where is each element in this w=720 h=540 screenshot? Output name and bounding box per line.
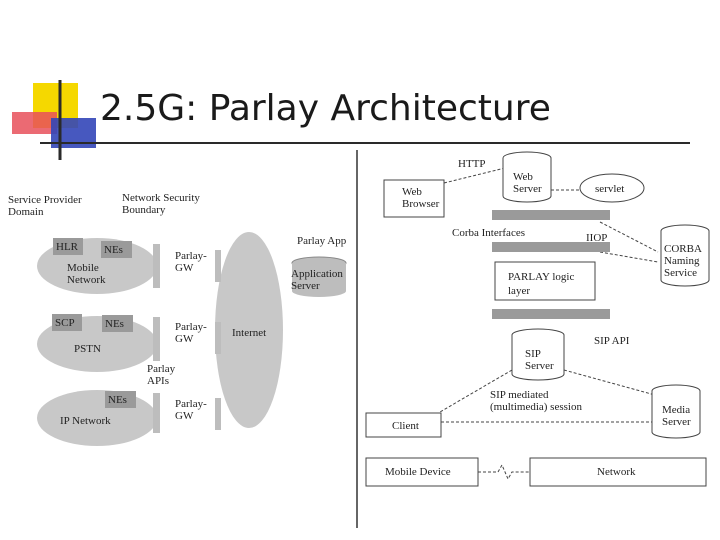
client-label: Client xyxy=(392,420,419,432)
parlay-gw-3-label: Parlay-GW xyxy=(175,398,207,422)
mobile-device-label: Mobile Device xyxy=(385,466,451,478)
pstn-nes-label: NEs xyxy=(105,318,124,330)
servlet-ellipse xyxy=(579,173,645,203)
servlet-label: servlet xyxy=(595,183,624,195)
boundary-bar-2 xyxy=(153,317,160,361)
mobile-nes-box xyxy=(101,241,132,258)
web-server-body xyxy=(502,158,552,203)
mobile-nes-label: NEs xyxy=(104,244,123,256)
boundary-bar-3 xyxy=(153,393,160,433)
mobile-device-box xyxy=(365,457,479,487)
logic-bar-bottom xyxy=(492,309,610,319)
scp-label: SCP xyxy=(55,317,75,329)
app-server-bottom xyxy=(292,285,346,297)
sip-media-line xyxy=(563,369,656,396)
hlr-label: HLR xyxy=(56,241,79,253)
sip-client-line xyxy=(439,369,513,413)
http-label: HTTP xyxy=(458,158,486,170)
boundary-bar-1 xyxy=(153,244,160,288)
wireless-link xyxy=(478,463,530,481)
parlay-gw-1-label: Parlay-GW xyxy=(175,250,207,274)
naming-line xyxy=(599,251,659,263)
ip-network-label: IP Network xyxy=(60,415,111,427)
gw-bar-3 xyxy=(215,398,221,430)
network-box xyxy=(529,457,707,487)
logic-bar-top xyxy=(492,242,610,252)
internet-cloud xyxy=(215,232,283,428)
pstn-label: PSTN xyxy=(74,343,101,355)
iiop-label: IIOP xyxy=(586,232,607,244)
ip-nes-box xyxy=(105,391,136,408)
web-browser-box xyxy=(383,179,445,218)
gw-bar-1 xyxy=(215,250,221,282)
media-server-body xyxy=(651,391,701,439)
parlay-app-label: Parlay App xyxy=(297,235,347,247)
hlr-box xyxy=(53,238,83,255)
http-line xyxy=(443,167,506,184)
internet-label: Internet xyxy=(232,327,266,339)
corba-bar xyxy=(492,210,610,220)
parlay-gw-2-label: Parlay-GW xyxy=(175,321,207,345)
parlay-logic-box xyxy=(494,261,596,301)
gw-bar-2 xyxy=(215,322,221,354)
iiop-line xyxy=(599,221,659,253)
corba-interfaces-label: Corba Interfaces xyxy=(452,227,525,239)
sip-api-label: SIP API xyxy=(594,335,630,347)
corba-naming-body xyxy=(660,231,710,287)
pstn-nes-box xyxy=(102,315,133,332)
ip-nes-label: NEs xyxy=(108,394,127,406)
network-label: Network xyxy=(597,466,636,478)
slide-title: 2.5G: Parlay Architecture xyxy=(100,88,551,129)
parlay-gw-1 xyxy=(170,245,216,281)
deco-red-bar xyxy=(12,112,57,134)
scp-box xyxy=(52,314,82,331)
sip-server-body xyxy=(511,335,565,381)
client-box xyxy=(365,412,442,438)
sip-session-label: SIP mediated(multimedia) session xyxy=(490,389,582,413)
